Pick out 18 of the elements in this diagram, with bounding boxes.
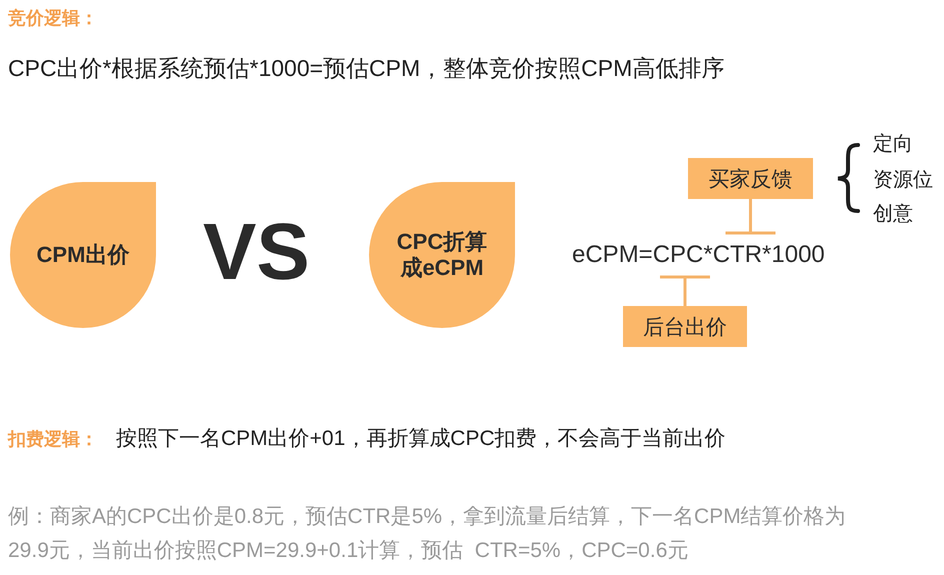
connector-line	[658, 276, 712, 306]
list-item: 创意	[873, 202, 913, 227]
connector-line	[724, 199, 777, 234]
body-text: 按照下一名CPM出价+01，再折算成CPC扣费，不会高于当前出价	[116, 426, 726, 452]
teardrop-shape	[369, 182, 515, 328]
shape-label: CPC折算成eCPM	[396, 229, 488, 281]
vs-text: VS	[203, 212, 310, 292]
example-paragraph: 例：商家A的CPC出价是0.8元，预估CTR是5%，拿到流量后结算，下一名CPM结算价格为29.9元，当前出价按照CPM=29.9+0.1计算，预估 CTR=5%，CPC=0.6元	[8, 504, 847, 564]
list-item: 定向	[873, 132, 913, 157]
formula-text: eCPM=CPC*CTR*1000	[572, 235, 825, 275]
section-heading: 竞价逻辑：	[8, 7, 98, 29]
section-heading: 扣费逻辑：	[8, 428, 98, 451]
process-box: 后台出价	[623, 306, 747, 347]
teardrop-shape	[10, 182, 156, 328]
shape-label: CPM出价	[36, 242, 130, 268]
body-text: CPC出价*根据系统预估*1000=预估CPM，整体竞价按照CPM高低排序	[8, 55, 724, 82]
list-item: 资源位	[873, 168, 933, 193]
process-box: 买家反馈	[688, 158, 813, 199]
